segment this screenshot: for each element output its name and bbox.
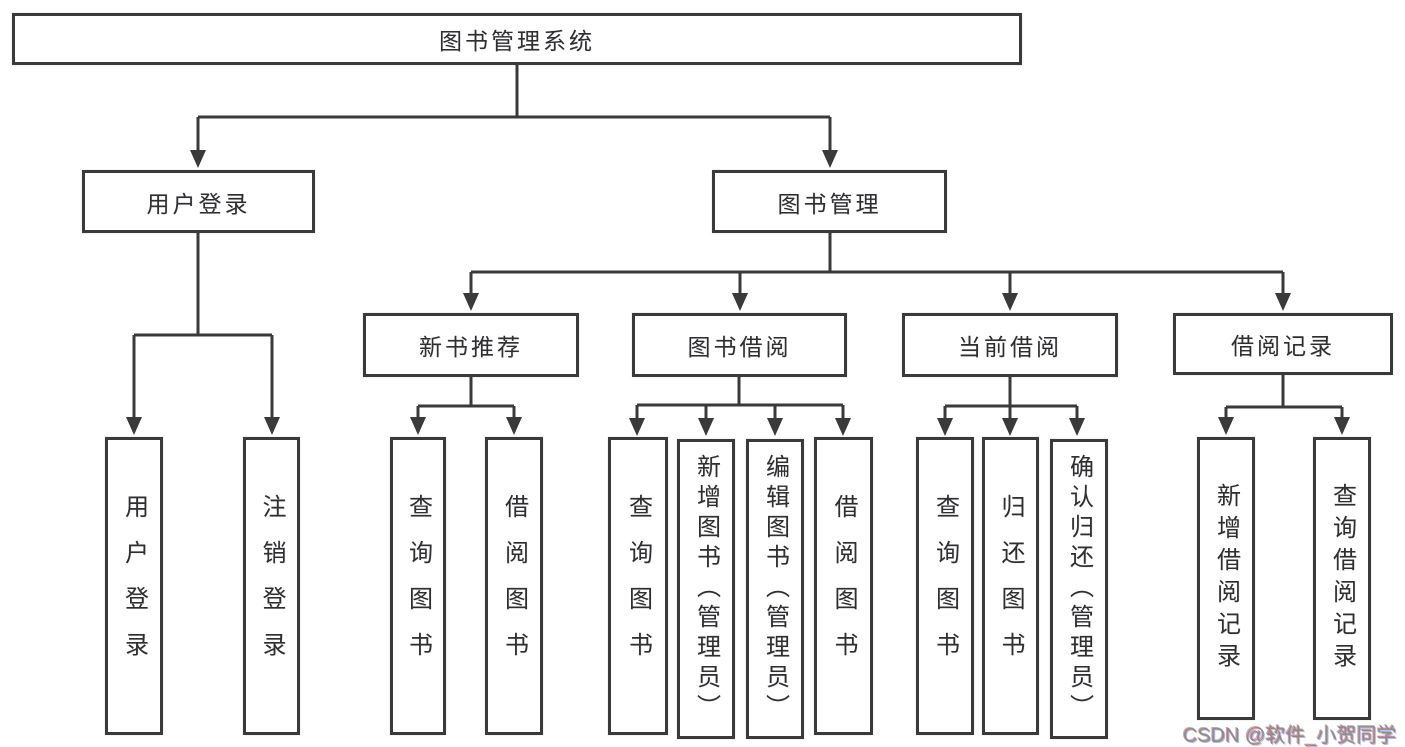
leaf-borrow-edit-books-admin: 编辑图书（管理员） xyxy=(746,439,804,739)
connector-current-borrowing-branch xyxy=(943,377,1079,421)
node-label: 新增借阅记录 xyxy=(1212,482,1240,675)
node-borrowing-records: 借阅记录 xyxy=(1173,313,1393,375)
node-label: 当前借阅 xyxy=(958,334,1062,360)
node-label: 查询图书 xyxy=(404,494,432,678)
node-new-book-recommendation: 新书推荐 xyxy=(363,313,579,377)
leaf-records-add-record: 新增借阅记录 xyxy=(1197,437,1255,720)
node-label: 归还图书 xyxy=(997,494,1024,678)
node-label: 注销登录 xyxy=(258,494,285,678)
leaf-current-query-books: 查询图书 xyxy=(916,437,974,735)
connector-root-to-level2 xyxy=(196,64,832,152)
node-label: 图书管理系统 xyxy=(439,28,595,54)
leaf-borrow-add-books-admin: 新增图书（管理员） xyxy=(677,439,735,739)
node-label: 借阅记录 xyxy=(1231,333,1335,359)
connector-book-management-branch xyxy=(469,233,1285,296)
node-label: 确认归还（管理员） xyxy=(1065,454,1093,724)
node-current-borrowing: 当前借阅 xyxy=(902,313,1118,377)
connector-book-borrowing-branch xyxy=(635,377,845,421)
node-label: 查询图书 xyxy=(624,494,652,678)
node-label: 图书管理 xyxy=(777,190,882,217)
node-label: 查询图书 xyxy=(931,494,959,678)
leaf-logout: 注销登录 xyxy=(243,437,300,735)
node-label: 新书推荐 xyxy=(419,334,523,360)
connector-borrowing-records-branch xyxy=(1224,375,1344,420)
node-label: 新增图书（管理员） xyxy=(692,454,720,724)
leaf-records-query-record: 查询借阅记录 xyxy=(1313,437,1371,720)
node-system-root: 图书管理系统 xyxy=(12,13,1022,65)
leaf-recommend-borrow-books: 借阅图书 xyxy=(485,437,543,735)
connector-user-login-branch xyxy=(132,233,274,420)
node-book-borrowing: 图书借阅 xyxy=(632,313,847,377)
node-label: 用户登录 xyxy=(146,190,251,217)
leaf-user-login: 用户登录 xyxy=(105,437,163,735)
leaf-current-confirm-return-admin: 确认归还（管理员） xyxy=(1050,439,1108,739)
leaf-current-return-books: 归还图书 xyxy=(982,437,1039,735)
node-book-management: 图书管理 xyxy=(712,170,947,233)
node-label: 查询借阅记录 xyxy=(1328,482,1356,675)
node-label: 编辑图书（管理员） xyxy=(761,454,789,724)
node-user-login: 用户登录 xyxy=(82,170,315,233)
arrowheads xyxy=(126,150,1350,436)
leaf-borrow-borrow-books: 借阅图书 xyxy=(814,437,873,735)
connector-new-book-branch xyxy=(416,377,516,420)
node-label: 借阅图书 xyxy=(830,494,857,678)
node-label: 图书借阅 xyxy=(687,334,792,360)
node-label: 借阅图书 xyxy=(500,494,528,678)
node-label: 用户登录 xyxy=(120,494,148,678)
leaf-recommend-query-books: 查询图书 xyxy=(390,437,446,735)
leaf-borrow-query-books: 查询图书 xyxy=(608,437,668,735)
csdn-watermark: CSDN @软件_小贺同学 xyxy=(1183,725,1397,747)
